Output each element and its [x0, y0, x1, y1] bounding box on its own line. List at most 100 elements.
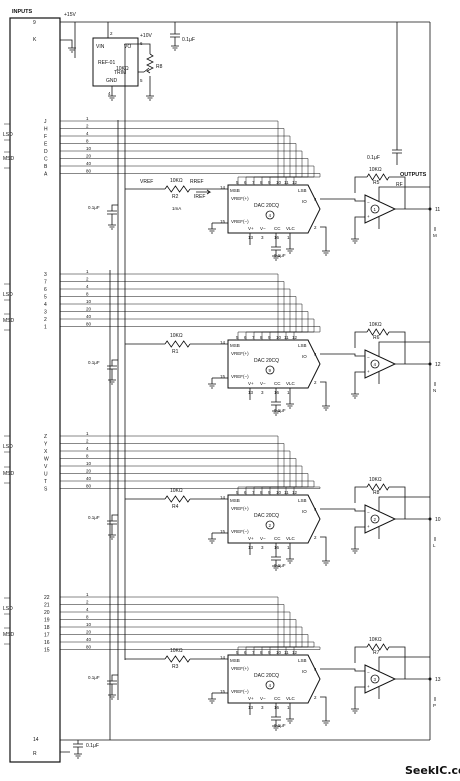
bit-weight-label: 2 [86, 124, 89, 129]
dac-pin-bottom: 13 [248, 545, 254, 550]
bit-line [60, 173, 321, 185]
dac-pin-4: 4 [314, 197, 317, 202]
ground-symbol [286, 243, 294, 254]
iref-arrow [196, 189, 212, 195]
vlc-label: VLC [286, 226, 296, 231]
watermark: SeekIC.com [405, 764, 460, 777]
op-amp-unit-circle [370, 204, 380, 214]
ground-symbol [208, 693, 216, 704]
trim-pot [146, 53, 154, 74]
rin-name: R1 [172, 349, 179, 355]
dac-name: DAC 20CQ [254, 673, 279, 679]
dac-pin-number: 10 [276, 335, 282, 340]
vminus-label: V− [260, 226, 266, 231]
ground-symbol [108, 689, 116, 700]
digit-bracket [4, 597, 10, 645]
dac-pin-2: 2 [314, 380, 317, 385]
dac-unit-circle [265, 520, 275, 530]
vref-plus-label: VREF(+) [231, 506, 249, 511]
dac-unit-circle [265, 680, 275, 690]
bit-weight-label: 8 [86, 139, 89, 144]
ground-symbol [286, 713, 294, 724]
supply-tap [378, 656, 430, 699]
lsb-label: LSB [298, 498, 307, 503]
ground-symbol [108, 529, 116, 540]
op-amp [364, 504, 397, 534]
dac-pin-number: 10 [276, 490, 282, 495]
dac-pin-number: 7 [252, 335, 255, 340]
cap-label: 0.1μF [88, 205, 100, 210]
ground-ref01 [108, 95, 116, 101]
pin2-wire [320, 226, 327, 245]
supply-tap [378, 341, 430, 384]
connector-pin: 2 [44, 317, 47, 323]
rin-name: R2 [172, 194, 179, 200]
bit-weight-label: 40 [86, 314, 92, 319]
bit-line [60, 634, 309, 655]
trim-pot-value: 10KΩ [116, 66, 129, 72]
noninv-wire [354, 526, 365, 543]
bit-weight-label: 20 [86, 630, 92, 635]
bit-line [60, 596, 279, 655]
vlc-label: VLC [286, 536, 296, 541]
dac-pin-2: 2 [314, 695, 317, 700]
dac-box [227, 654, 321, 704]
digit-bracket [4, 283, 10, 331]
dac-pin-2: 2 [314, 225, 317, 230]
feedback-wire [354, 646, 406, 679]
op-amp-unit-number: 1 [374, 207, 377, 212]
bit-weight-label: 4 [86, 607, 89, 612]
dac-pin-number: 7 [252, 180, 255, 185]
cc-label: CC [274, 696, 281, 701]
msd-label: MSD [3, 156, 15, 162]
dac-pin-number: 8 [260, 650, 263, 655]
bit-weight-label: 1 [86, 592, 89, 597]
connector-pin: 3 [44, 272, 47, 278]
cc-cap-label: 0.1μF [274, 408, 286, 413]
bit-weight-label: 2 [86, 439, 89, 444]
cc-label: CC [274, 536, 281, 541]
vplus-label: V+ [248, 381, 254, 386]
bit-line [60, 646, 321, 655]
bit-weight-label: 1 [86, 116, 89, 121]
rout-name: R8 [373, 490, 380, 496]
dac-name: DAC 20CQ [254, 358, 279, 364]
dac-pin-number: 6 [244, 335, 247, 340]
cc-label: CC [274, 226, 281, 231]
rout-value: 10KΩ [369, 637, 382, 643]
vminus-label: V− [260, 381, 266, 386]
bit-weight-label: 2 [86, 600, 89, 605]
lsd-label: LSD [3, 132, 13, 138]
bit-line [60, 486, 321, 495]
connector-pin: 15 [44, 648, 50, 654]
vref-minus-label: VREF(−) [231, 689, 249, 694]
io-label: IO [302, 669, 307, 674]
bit-weight-label: 8 [86, 292, 89, 297]
bit-line [60, 326, 321, 340]
msb-label: MSB [230, 188, 240, 193]
dac-pin-number: 9 [268, 490, 271, 495]
connector-pin: H [44, 127, 48, 133]
rout-value: 10KΩ [369, 322, 382, 328]
bit-weight-label: 8 [86, 615, 89, 620]
output-pin-number: 10 [435, 517, 441, 523]
supply-side-label: L [433, 543, 436, 548]
msd-label: MSD [3, 318, 15, 324]
bit-weight-label: 2 [86, 277, 89, 282]
dac-pin-bottom: 1 [287, 235, 290, 240]
bit-weight-label: 4 [86, 131, 89, 136]
pin2-wire [320, 381, 327, 400]
io-wire [320, 508, 365, 512]
op-amp [364, 664, 397, 694]
feedback-wire [354, 176, 406, 209]
ground-symbol [322, 715, 330, 726]
connector-pin: X [44, 449, 48, 455]
cap-label: 0.1μF [88, 675, 100, 680]
feedback-resistor [366, 328, 390, 336]
msb-label: MSB [230, 498, 240, 503]
bit-line [60, 128, 285, 185]
cap-top: 0.1μF [182, 37, 195, 43]
